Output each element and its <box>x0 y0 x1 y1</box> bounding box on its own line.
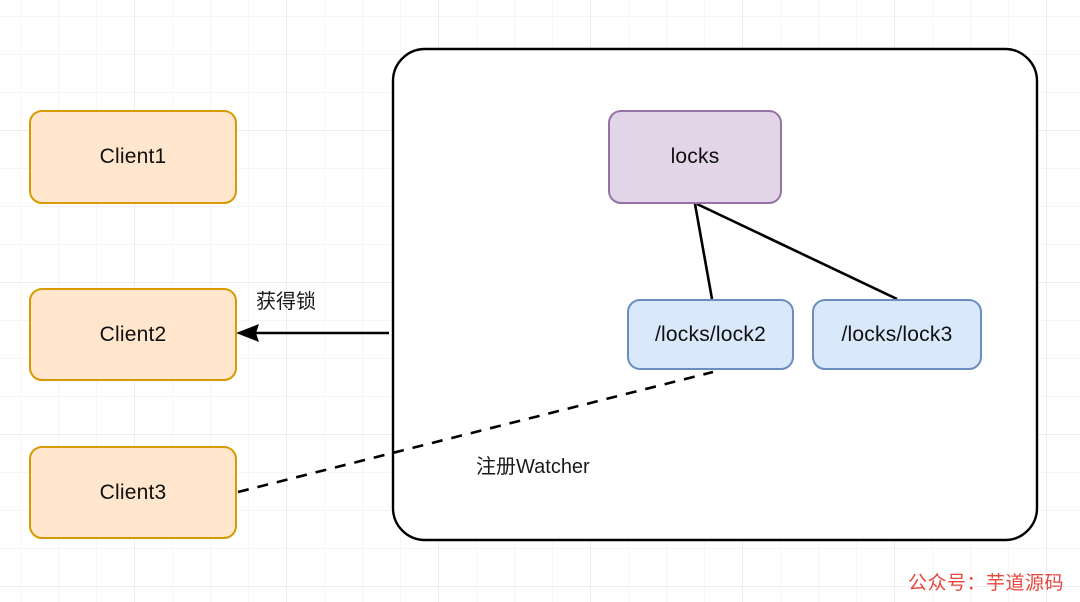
node-client2-label: Client2 <box>99 322 167 346</box>
node-locks-lock2-label: /locks/lock2 <box>655 322 766 346</box>
node-client3-label: Client3 <box>99 480 167 504</box>
label-register-watcher: 注册Watcher <box>476 456 590 478</box>
node-locks-label: locks <box>670 145 720 168</box>
edge-locks-to-lock2 <box>693 203 714 300</box>
label-acquire-lock: 获得锁 <box>256 291 316 313</box>
node-client2[interactable]: Client2 <box>29 288 237 381</box>
node-client1-label: Client1 <box>99 145 167 168</box>
node-locks[interactable]: locks <box>608 110 782 204</box>
edge-locks-to-lock3 <box>696 202 898 301</box>
node-client3[interactable]: Client3 <box>29 446 237 539</box>
watermark: 公众号：芋道源码 <box>908 573 1065 594</box>
node-locks-lock3-label: /locks/lock3 <box>841 322 953 346</box>
node-client1[interactable]: Client1 <box>29 110 237 204</box>
zookeeper-container <box>391 47 1039 542</box>
node-locks-lock3[interactable]: /locks/lock3 <box>812 299 982 370</box>
edge-register-watcher <box>237 370 714 494</box>
node-locks-lock2[interactable]: /locks/lock2 <box>627 299 794 370</box>
arrowhead-acquire-lock <box>236 324 259 342</box>
